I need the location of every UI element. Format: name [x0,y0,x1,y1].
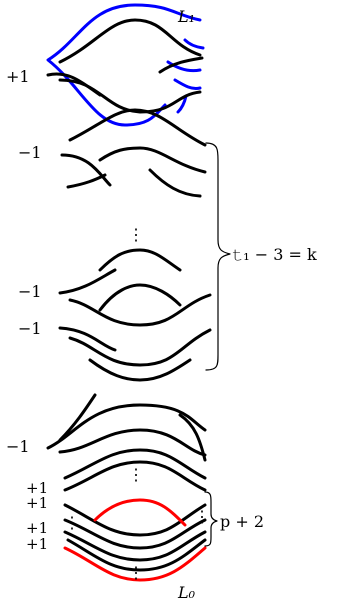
stack-vdots-right: ⋮ [194,507,210,526]
l1-blue-loop [46,3,202,127]
label-minus1-d: −1 [6,437,30,456]
stack-arc-1 [63,448,207,480]
middle-vdots: ⋮ [128,225,144,244]
bottom-stack: ⋮ ⋮ ⋮ [63,448,210,562]
label-l0: L₀ [177,583,196,602]
bottom-vdots: ⋮ [128,563,144,582]
l0-red-top [93,498,187,527]
label-plus1-stack-3: +1 [26,519,48,537]
stack-vdots-top: ⋮ [128,465,144,484]
band-b-upper [58,268,117,295]
l1-blue-right-cross [173,78,202,90]
band-b-mid [68,293,212,327]
component-l1 [46,3,205,127]
band-d-outer [46,403,207,450]
band-a-upper [68,108,207,147]
band-c-arc [68,328,212,367]
band-minus1-a [60,108,207,198]
stack-arc-4 [63,518,207,550]
band-c-bottom [88,358,192,382]
band-b-inner-arc [98,283,182,312]
band-minus1-b [58,248,212,327]
l0-black-bottom-arc [66,538,207,572]
label-plus1-stack-4: +1 [26,535,48,553]
band-a-right-out [148,168,202,198]
band-a-lower [98,146,207,174]
band-a-tail [66,173,107,189]
top-strands [46,18,204,114]
label-plus1-stack-2: +1 [26,494,48,512]
l1-blue-right-mid [166,60,202,73]
brace-p [204,491,218,547]
label-brace-k: 𝚝₁ − 3 = k [232,245,317,264]
label-l1: L₁ [177,7,195,26]
label-minus1-c: −1 [18,319,42,338]
label-minus1-b: −1 [18,282,42,301]
band-b-top-arc [98,248,182,272]
band-d-inner [58,428,207,457]
l0-red-bottom [63,546,207,582]
band-c-upper [58,326,117,352]
label-plus1-top: +1 [6,67,30,86]
label-brace-p: p + 2 [220,512,264,531]
l1-blue-right-tail [176,94,188,114]
label-plus1-stack-1: +1 [26,479,48,497]
stack-arc-5 [63,530,207,562]
l1-blue-right-top [183,38,205,50]
top-crossing-2 [158,56,204,74]
top-outer-arc [58,18,202,64]
top-crossing-1 [46,72,102,97]
stack-arc-3 [63,503,207,537]
label-minus1-a: −1 [18,143,42,162]
band-a-cross-left [60,153,112,187]
band-minus1-d [46,403,207,462]
brace-k [205,142,231,371]
stack-arc-2 [63,460,207,492]
stack-vdots-left: ⋮ [64,513,80,532]
component-l0 [63,498,207,582]
